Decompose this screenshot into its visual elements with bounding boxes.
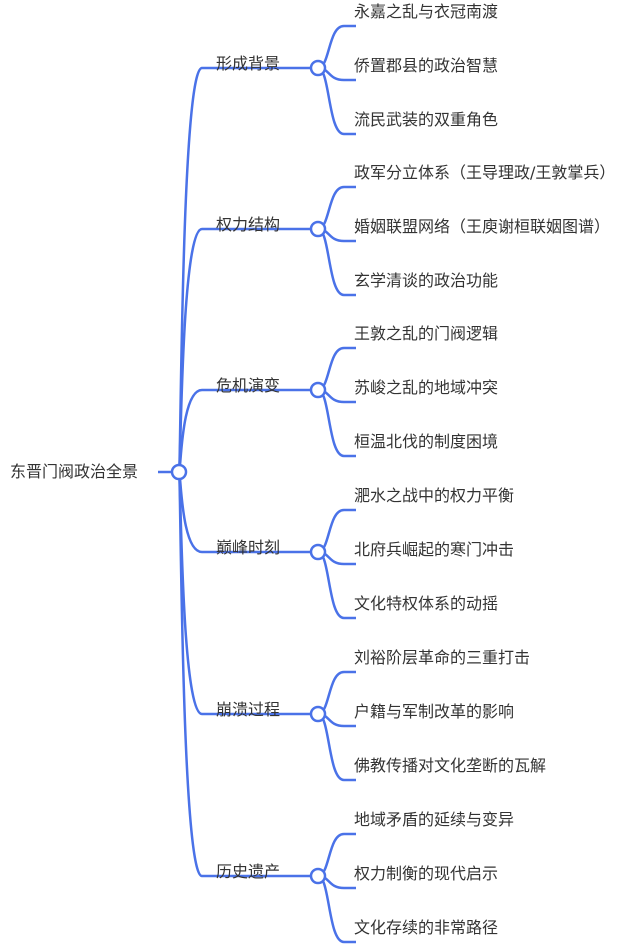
branch-knot <box>309 867 327 885</box>
leaf-topic: 淝水之战中的权力平衡 <box>354 486 515 505</box>
branch-topic: 巅峰时刻 <box>216 538 281 557</box>
branch-topic: 历史遗产 <box>216 862 281 881</box>
leaf-topic: 北府兵崛起的寒门冲击 <box>354 540 515 559</box>
branch-topic: 形成背景 <box>216 54 281 73</box>
leaf-topic: 侨置郡县的政治智慧 <box>354 56 499 75</box>
leaf-topic: 户籍与军制改革的影响 <box>354 702 515 721</box>
leaf-topic: 王敦之乱的门阀逻辑 <box>354 324 499 343</box>
leaf-topic: 永嘉之乱与衣冠南渡 <box>354 2 499 21</box>
leaf-topic: 佛教传播对文化垄断的瓦解 <box>354 756 547 775</box>
branch-knot <box>309 59 327 77</box>
leaf-topic: 苏峻之乱的地域冲突 <box>354 378 499 397</box>
leaf-topic: 刘裕阶层革命的三重打击 <box>354 648 531 667</box>
leaf-topic: 地域矛盾的延续与变异 <box>354 810 515 829</box>
leaf-connector <box>317 227 345 297</box>
leaf-topic: 玄学清谈的政治功能 <box>354 271 499 290</box>
branch-knot <box>309 381 327 399</box>
leaf-topic: 婚姻联盟网络（王庾谢桓联姻图谱） <box>354 217 611 236</box>
root-topic: 东晋门阀政治全景 <box>10 462 139 481</box>
leaf-topic: 流民武装的双重角色 <box>354 110 499 129</box>
leaf-connector <box>317 550 345 620</box>
leaf-topic: 政军分立体系（王导理政/王敦掌兵） <box>354 163 616 182</box>
leaf-connector <box>317 712 345 782</box>
leaf-connector <box>317 388 345 458</box>
leaf-connector <box>317 66 345 136</box>
leaf-topic: 权力制衡的现代启示 <box>354 864 499 883</box>
branch-knot <box>309 543 327 561</box>
branch-knot <box>309 705 327 723</box>
leaf-topic: 文化存续的非常路径 <box>354 918 499 937</box>
leaf-topic: 文化特权体系的动摇 <box>354 594 499 613</box>
leaf-topic: 桓温北伐的制度困境 <box>354 432 499 451</box>
branch-topic: 危机演变 <box>216 376 281 395</box>
branch-knot <box>309 220 327 238</box>
branch-topic: 权力结构 <box>216 215 281 234</box>
root-knot <box>170 463 188 481</box>
leaf-connector <box>317 874 345 944</box>
branch-topic: 崩溃过程 <box>216 700 281 719</box>
branch-connector <box>177 470 204 878</box>
